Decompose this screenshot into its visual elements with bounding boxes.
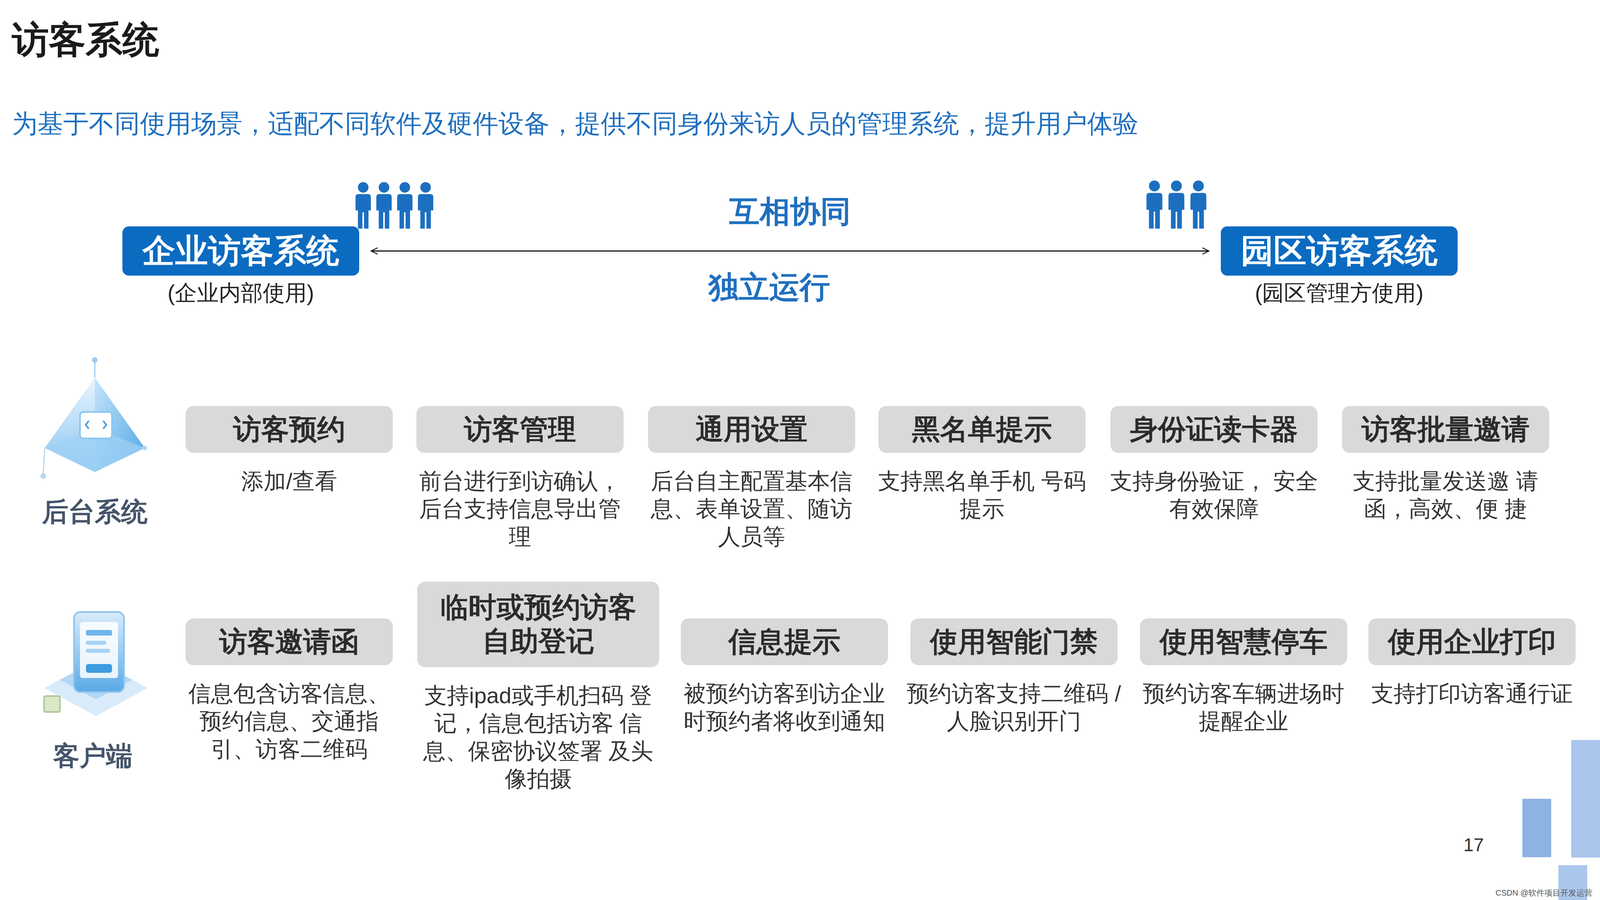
feature-box: 黑名单提示支持黑名单手机 号码提示 [870, 406, 1094, 523]
box-note: 预约访客支持二维码 /人脸识别开门 [902, 679, 1126, 736]
box-title: 临时或预约访客 自助登记 [417, 581, 660, 668]
section-label: 客户端 [53, 738, 133, 774]
box-note: 后台自主配置基本信 息、表单设置、随访 人员等 [639, 467, 864, 551]
box-title: 访客预约 [185, 406, 393, 453]
box-note: 支持打印访客通行证 [1360, 679, 1584, 708]
box-title: 信息提示 [680, 618, 888, 666]
page-title: 访客系统 [12, 15, 160, 65]
box-note: 被预约访客到访企业 时预约者将收到通知 [672, 679, 897, 736]
box-note: 信息包含访客信息、 预约信息、交通指 引、访客二维码 [177, 679, 402, 763]
double-arrow [371, 250, 1209, 252]
box-title: 通用设置 [648, 406, 856, 453]
watermark: CSDN @软件项目开发运营 [1495, 887, 1593, 899]
box-title: 访客管理 [416, 406, 624, 453]
feature-box: 使用企业打印支持打印访客通行证 [1360, 618, 1584, 708]
box-title: 园区访客系统 [1220, 226, 1458, 276]
box-note: 支持黑名单手机 号码提示 [870, 467, 1094, 523]
backend-illustration [40, 357, 148, 479]
box-note: 支持身份验证， 安全有效保障 [1102, 467, 1326, 523]
box-title: 使用企业打印 [1368, 618, 1576, 666]
edge-note: 独立运行 [708, 267, 830, 309]
box-note: (园区管理方使用) [1199, 279, 1480, 306]
feature-box: 临时或预约访客 自助登记支持ipad或手机扫码 登记，信息包括访客 信息、保密协… [417, 581, 660, 793]
feature-box: 身份证读卡器支持身份验证， 安全有效保障 [1102, 406, 1326, 523]
feature-box: 访客邀请函信息包含访客信息、 预约信息、交通指 引、访客二维码 [177, 618, 402, 763]
box-note: 预约访客车辆进场时 提醒企业 [1131, 679, 1356, 736]
box-title: 使用智慧停车 [1140, 618, 1348, 666]
box-note: 前台进行到访确认， 后台支持信息导出管 理 [408, 467, 632, 551]
section-label: 后台系统 [42, 494, 148, 530]
edge-label: 互相协同 [725, 191, 855, 233]
box-title: 访客批量邀请 [1342, 406, 1550, 453]
box-title: 身份证读卡器 [1110, 406, 1318, 453]
feature-box: 通用设置后台自主配置基本信 息、表单设置、随访 人员等 [639, 406, 864, 551]
subtitle: 为基于不同使用场景，适配不同软件及硬件设备，提供不同身份来访人员的管理系统，提升… [12, 106, 1139, 142]
box-note: 支持ipad或手机扫码 登记，信息包括访客 信息、保密协议签署 及头像拍摄 [417, 681, 660, 793]
feature-box: 访客预约添加/查看 [177, 406, 402, 495]
people-icon [1146, 180, 1207, 229]
feature-box: 访客批量邀请支持批量发送邀 请函，高效、便 捷 [1333, 406, 1558, 523]
page-number: 17 [1463, 834, 1484, 856]
box-title: 访客邀请函 [185, 618, 393, 666]
box-title: 企业访客系统 [122, 226, 360, 276]
corner-blocks [1522, 740, 1600, 900]
system-box: 园区访客系统 (园区管理方使用) [1199, 226, 1480, 306]
box-title: 黑名单提示 [878, 406, 1086, 453]
feature-box: 访客管理前台进行到访确认， 后台支持信息导出管 理 [408, 406, 632, 551]
box-note: (企业内部使用) [100, 279, 381, 306]
box-title: 使用智能门禁 [910, 618, 1118, 666]
box-note: 支持批量发送邀 请函，高效、便 捷 [1333, 467, 1558, 523]
feature-box: 使用智能门禁预约访客支持二维码 /人脸识别开门 [902, 618, 1126, 736]
people-icon [355, 182, 434, 229]
feature-box: 使用智慧停车预约访客车辆进场时 提醒企业 [1131, 618, 1356, 736]
client-illustration [44, 612, 148, 716]
system-box: 企业访客系统 (企业内部使用) [100, 226, 381, 306]
feature-box: 信息提示被预约访客到访企业 时预约者将收到通知 [672, 618, 897, 736]
box-note: 添加/查看 [177, 467, 402, 495]
